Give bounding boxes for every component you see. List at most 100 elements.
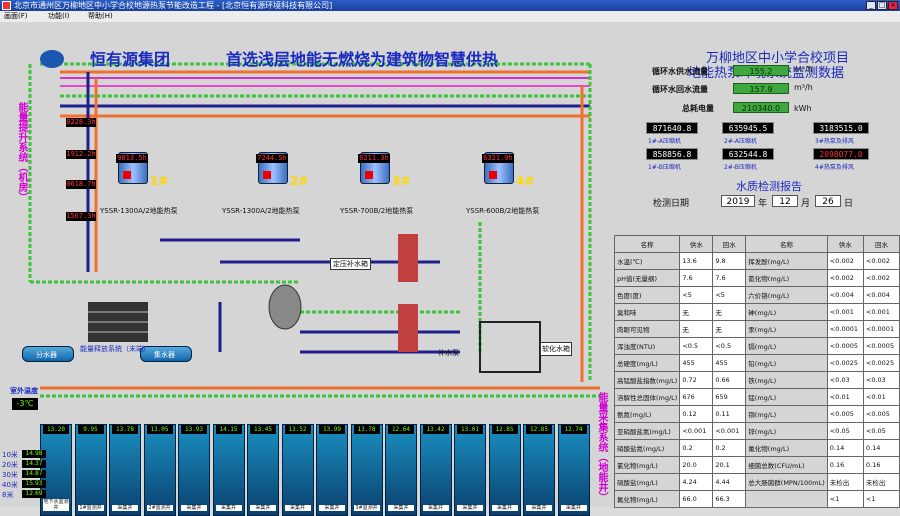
- app-icon: [2, 1, 11, 10]
- minimize-button[interactable]: _: [866, 1, 876, 10]
- makeup-pump-label: 补水泵: [438, 349, 459, 357]
- parameter-value: 66.0: [679, 490, 714, 508]
- heatpump-3-name: YSSR-700B/2地能热泵: [340, 207, 414, 215]
- well-16[interactable]: 采集井: [557, 424, 590, 516]
- company-name: 恒有源集团: [90, 50, 171, 69]
- close-button[interactable]: ×: [888, 1, 898, 10]
- maximize-button[interactable]: □: [877, 1, 887, 10]
- parameter-name: 高锰酸盐指数(mg/L): [613, 371, 681, 389]
- parameter-name: 硫酸盐(mg/L): [613, 473, 681, 491]
- parameter-value: <0.002: [862, 269, 900, 287]
- parameter-name: 氟化物(mg/L): [745, 439, 828, 457]
- parameter-value: 无: [712, 303, 747, 321]
- parameter-value: 455: [679, 354, 714, 372]
- heatpump-2-name: YSSR-1300A/2地能热泵: [222, 207, 300, 215]
- parameter-value: <0.5: [679, 337, 714, 355]
- heatpump-4-exhaust-value: 2098077.0: [813, 148, 869, 160]
- slogan: 首选浅层地能无燃烧为建筑物智慧供热: [226, 50, 499, 69]
- compressor-1a-label: 1#-A压缩机: [648, 138, 681, 145]
- parameter-value: 20.0: [679, 456, 714, 474]
- compressor-2a-value: 635945.5: [722, 122, 774, 134]
- well-15[interactable]: 采集井: [523, 424, 555, 516]
- well-temp-value: 12.85: [491, 425, 518, 434]
- softwater-tank-label: 软化水箱: [540, 342, 572, 356]
- menu-function[interactable]: 功能(I): [48, 12, 70, 20]
- outdoor-temp-label: 室外温度: [10, 387, 38, 395]
- parameter-value: <1: [826, 490, 864, 508]
- well-12[interactable]: 采集井: [419, 424, 452, 516]
- parameter-value: <0.5: [712, 337, 747, 355]
- parameter-name: 氯化物(mg/L): [613, 456, 681, 474]
- well-9[interactable]: 采集井: [316, 424, 348, 516]
- parameter-value: <0.0025: [826, 354, 864, 372]
- parameter-value: 66.3: [712, 490, 747, 508]
- water-collector: [140, 346, 192, 362]
- table-header: 回水: [862, 235, 900, 253]
- power-unit: kWh: [794, 104, 812, 113]
- well-14[interactable]: 采集井: [488, 424, 521, 516]
- well-6[interactable]: 采集井: [212, 424, 245, 516]
- parameter-value: <0.004: [862, 286, 900, 304]
- parameter-value: <0.03: [826, 371, 864, 389]
- well-4[interactable]: 2#监测井: [143, 424, 176, 516]
- depth-temp-value: 14.37: [22, 460, 46, 468]
- parameter-name: 砷(mg/L): [745, 303, 828, 321]
- menu-screen[interactable]: 画面(F): [4, 12, 28, 20]
- well-temp-value: 13.99: [319, 425, 345, 434]
- company-logo: [40, 50, 64, 68]
- table-header-row: 名称 供水 回水 名称 供水 回水: [613, 235, 900, 253]
- well-5[interactable]: 采集井: [178, 424, 210, 516]
- water-splitter-label: 分水器: [36, 351, 57, 359]
- heatpump-3-exhaust-value: 3183515.0: [813, 122, 869, 134]
- compressor-2b-label: 2#-B压缩机: [724, 164, 757, 171]
- table-header: 回水: [712, 235, 747, 253]
- parameter-value: <5: [679, 286, 714, 304]
- parameter-value: 未检出: [862, 473, 900, 491]
- parameter-value: <0.002: [826, 252, 864, 270]
- parameter-value: 0.12: [679, 405, 714, 423]
- parameter-name: 总大肠菌群(MPN/100mL): [745, 473, 828, 491]
- well-10[interactable]: 3#监测井: [350, 424, 383, 516]
- well-8[interactable]: 采集井: [281, 424, 314, 516]
- test-month-unit: 月: [801, 199, 811, 209]
- return-flow-value: 157.9: [733, 83, 789, 94]
- pump-2-runtime: 1912.2h: [66, 150, 96, 159]
- parameter-value: <0.002: [826, 269, 864, 287]
- supply-flow-unit: m³/h: [794, 65, 813, 74]
- menu-help[interactable]: 帮助(H): [88, 12, 113, 20]
- parameter-name: 铅(mg/L): [745, 354, 828, 372]
- table-header: 供水: [826, 235, 864, 253]
- parameter-value: 0.2: [679, 439, 714, 457]
- parameter-value: 未检出: [826, 473, 864, 491]
- supply-flow-label: 循环水供水流量: [652, 67, 708, 76]
- parameter-value: 0.16: [862, 456, 900, 474]
- well-temp-value: 13.01: [457, 425, 483, 434]
- parameter-name: 氰化物(mg/L): [745, 269, 828, 287]
- parameter-value: <0.005: [862, 405, 900, 423]
- well-7[interactable]: 采集井: [247, 424, 279, 516]
- compressor-1b-value: 858856.8: [646, 148, 698, 160]
- test-date-label: 检测日期: [653, 199, 690, 209]
- depth-temp-value: 14.98: [22, 450, 46, 458]
- parameter-value: 0.16: [826, 456, 864, 474]
- test-day-unit: 日: [844, 199, 854, 209]
- heatpump-1-name: YSSR-1300A/2地能热泵: [100, 207, 178, 215]
- heatpump-3-hours: 6211.3h: [358, 154, 390, 163]
- parameter-name: 色度(度): [613, 286, 681, 304]
- well-2[interactable]: 1#监测井: [74, 424, 107, 516]
- parameter-value: <0.001: [826, 303, 864, 321]
- well-temp-value: 12.64: [388, 425, 414, 434]
- table-header: 名称: [613, 235, 681, 253]
- well-11[interactable]: 采集井: [385, 424, 417, 516]
- well-3[interactable]: 采集井: [109, 424, 141, 516]
- parameter-name: 细菌总数(CFU/mL): [745, 456, 828, 474]
- well-13[interactable]: 采集井: [454, 424, 486, 516]
- heatpump-2-number: 2#: [290, 174, 309, 188]
